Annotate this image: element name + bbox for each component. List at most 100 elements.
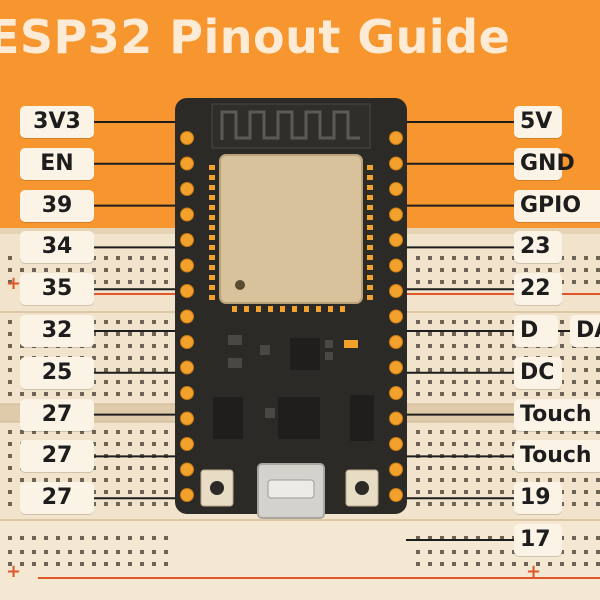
header-pin-left (180, 411, 194, 426)
breadboard-hole (152, 344, 156, 348)
breadboard-hole (440, 490, 444, 494)
breadboard-hole (128, 430, 132, 434)
breadboard-hole (44, 392, 48, 396)
breadboard-hole (596, 392, 600, 396)
breadboard-hole (500, 268, 504, 272)
breadboard-hole (488, 392, 492, 396)
breadboard-hole (440, 268, 444, 272)
breadboard-hole (452, 442, 456, 446)
breadboard-hole (80, 430, 84, 434)
breadboard-hole (128, 368, 132, 372)
module-pad (367, 185, 373, 190)
breadboard-hole (416, 356, 420, 360)
breadboard-hole (560, 562, 564, 566)
breadboard-hole (488, 380, 492, 384)
pin-label-right: Touch (514, 440, 600, 473)
breadboard-hole (116, 478, 120, 482)
breadboard-hole (104, 536, 108, 540)
breadboard-hole (104, 268, 108, 272)
breadboard-hole (488, 490, 492, 494)
breadboard-hole (416, 368, 420, 372)
breadboard-hole (560, 430, 564, 434)
breadboard-hole (548, 562, 552, 566)
breadboard-hole (464, 356, 468, 360)
breadboard-hole (8, 502, 12, 506)
breadboard-hole (152, 550, 156, 554)
breadboard-hole (140, 478, 144, 482)
breadboard-hole (164, 332, 168, 336)
breadboard-hole (452, 550, 456, 554)
breadboard-hole (104, 442, 108, 446)
module-pad (304, 306, 309, 312)
module-pad (280, 306, 285, 312)
breadboard-hole (416, 502, 420, 506)
breadboard-hole (560, 256, 564, 260)
breadboard-hole (128, 466, 132, 470)
breadboard-hole (152, 442, 156, 446)
module-pad (292, 306, 297, 312)
breadboard-hole (116, 550, 120, 554)
breadboard-hole (452, 268, 456, 272)
plus-symbol-top: + (6, 273, 21, 294)
breadboard-hole (20, 478, 24, 482)
breadboard-hole (440, 380, 444, 384)
breadboard-hole (440, 356, 444, 360)
breadboard-hole (464, 268, 468, 272)
breadboard-hole (152, 478, 156, 482)
plus-symbol-bottom-right: + (526, 561, 541, 582)
breadboard-hole (464, 502, 468, 506)
breadboard-hole (140, 442, 144, 446)
breadboard-hole (20, 430, 24, 434)
breadboard-hole (140, 380, 144, 384)
breadboard-hole (152, 332, 156, 336)
breadboard-hole (428, 550, 432, 554)
module-pad (209, 255, 215, 260)
breadboard-hole (32, 478, 36, 482)
module-pad (232, 306, 237, 312)
breadboard-hole (500, 332, 504, 336)
breadboard-hole (116, 268, 120, 272)
header-pin-right (389, 182, 403, 196)
breadboard-hole (68, 562, 72, 566)
smd-component (228, 358, 242, 368)
breadboard-hole (536, 268, 540, 272)
breadboard-hole (92, 268, 96, 272)
breadboard-hole (8, 280, 12, 284)
breadboard-hole (56, 478, 60, 482)
breadboard-hole (32, 550, 36, 554)
breadboard-hole (476, 392, 480, 396)
breadboard-hole (464, 490, 468, 494)
breadboard-hole (8, 442, 12, 446)
breadboard-hole (68, 550, 72, 554)
breadboard-hole (476, 502, 480, 506)
breadboard-hole (152, 562, 156, 566)
breadboard-hole (8, 380, 12, 384)
breadboard-hole (416, 280, 420, 284)
pin-label-left: 25 (20, 356, 94, 389)
breadboard-hole (8, 320, 12, 324)
breadboard-hole (452, 332, 456, 336)
breadboard-hole (464, 380, 468, 384)
pin-label-right: GPIO (514, 189, 600, 222)
header-pin-left (180, 309, 194, 324)
breadboard-hole (152, 380, 156, 384)
breadboard-hole (80, 478, 84, 482)
breadboard-hole (572, 280, 576, 284)
breadboard-hole (488, 536, 492, 540)
breadboard-hole (164, 490, 168, 494)
breadboard-hole (500, 368, 504, 372)
breadboard-hole (476, 368, 480, 372)
breadboard-hole (464, 536, 468, 540)
pin-label-left: 3V3 (20, 106, 94, 138)
breadboard-hole (56, 430, 60, 434)
breadboard-hole (8, 490, 12, 494)
breadboard-hole (440, 368, 444, 372)
breadboard-hole (8, 466, 12, 470)
module-pad (209, 245, 215, 250)
smd-component (325, 352, 333, 360)
breadboard-hole (20, 536, 24, 540)
pin-label-right: 19 (514, 482, 562, 515)
breadboard-hole (128, 478, 132, 482)
breadboard-hole (8, 344, 12, 348)
